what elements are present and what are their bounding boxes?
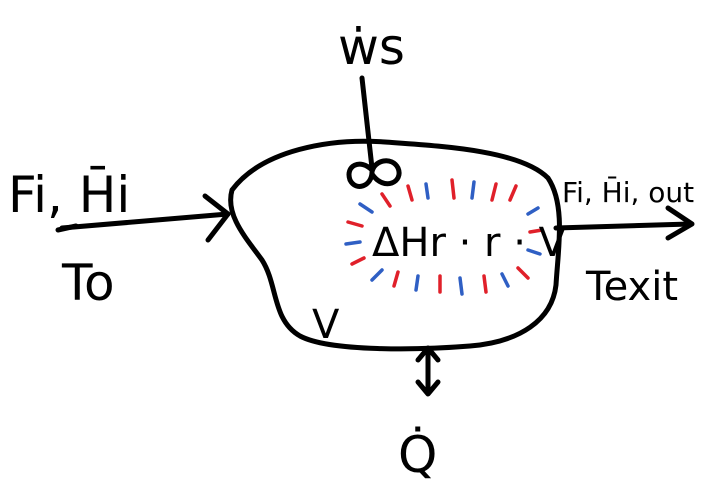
outlet-arrow-head [665, 205, 695, 241]
outlet-flow-label: Fi, H̄i, out [562, 175, 694, 209]
heat-arrow-head-up [415, 345, 441, 363]
inlet-flow-label: Fi, H̄i [8, 165, 130, 224]
outlet-arrow-line [553, 221, 693, 231]
inlet-arrow-line [59, 211, 231, 231]
reaction-heat-ticks [344, 178, 544, 296]
work-label: ẇs [338, 18, 405, 76]
reaction-heat-label: ΔHr · r · V [372, 220, 567, 266]
reactor-boundary [228, 138, 562, 352]
mixer-shaft [359, 75, 375, 171]
inlet-label-underline [55, 223, 79, 233]
volume-label: V [312, 302, 340, 348]
heat-label: Q̇ [398, 426, 437, 484]
mixer-impeller-icon [346, 158, 402, 189]
heat-arrow-head-down [415, 379, 441, 397]
inlet-temp-label: To [61, 254, 115, 312]
inlet-arrow-head [202, 193, 231, 243]
outlet-temp-label: Texit [585, 264, 678, 310]
